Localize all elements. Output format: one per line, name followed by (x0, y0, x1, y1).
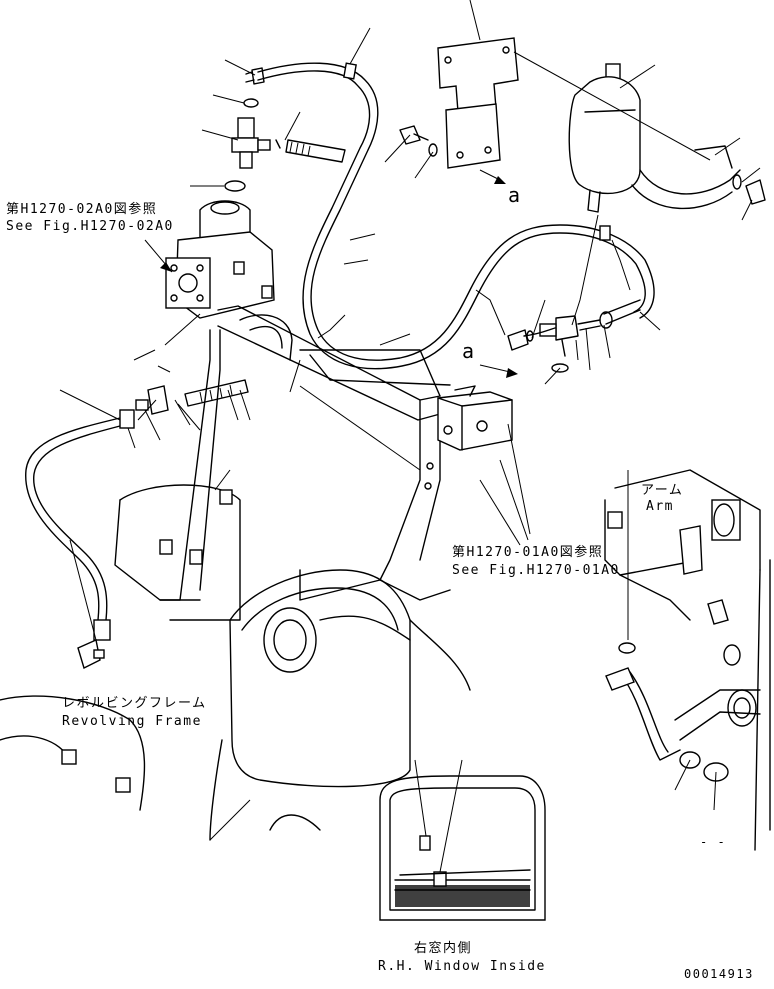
window-inset (379, 775, 546, 921)
arm-label-jp: アーム (641, 483, 684, 498)
arm-inset (604, 469, 771, 851)
hose-right-lower (507, 299, 641, 373)
ref-label-top-jp: 第H1270-02A0図参照 (6, 202, 158, 217)
valve-block (437, 385, 513, 451)
revolving-frame (0, 484, 471, 841)
bracket-plate (437, 37, 519, 169)
hose-end-fitting-top (245, 67, 265, 85)
ref-label-mid-en: See Fig.H1270-01A0 (452, 563, 620, 578)
dash-mark: - - (700, 835, 727, 849)
accumulator (568, 63, 641, 213)
drawing-number: 00014913 (684, 967, 754, 981)
window-label-en: R.H. Window Inside (378, 959, 546, 974)
leader-lines (59, 0, 761, 873)
mounting-band (631, 145, 766, 210)
marker-a-top: a (508, 183, 522, 207)
window-label-jp: 右窓内側 (414, 941, 473, 956)
o-ring-1 (243, 98, 259, 108)
threaded-adapter (285, 139, 346, 163)
upper-hose (257, 62, 655, 370)
main-valve (165, 200, 275, 319)
arm-label-en: Arm (646, 499, 674, 514)
tee-connector-upper (231, 117, 281, 169)
marker-a-mid: a (462, 339, 476, 363)
rod-left (184, 379, 249, 407)
hose-left (25, 385, 169, 669)
ref-label-mid-jp: 第H1270-01A0図参照 (452, 545, 604, 560)
o-ring-2 (224, 180, 246, 192)
frame-label-en: Revolving Frame (62, 714, 202, 729)
bolt-washer-top (399, 125, 438, 157)
frame-label-jp: レボルビングフレーム (62, 696, 207, 711)
ref-label-top-en: See Fig.H1270-02A0 (6, 219, 174, 234)
frame-structure (159, 305, 451, 601)
